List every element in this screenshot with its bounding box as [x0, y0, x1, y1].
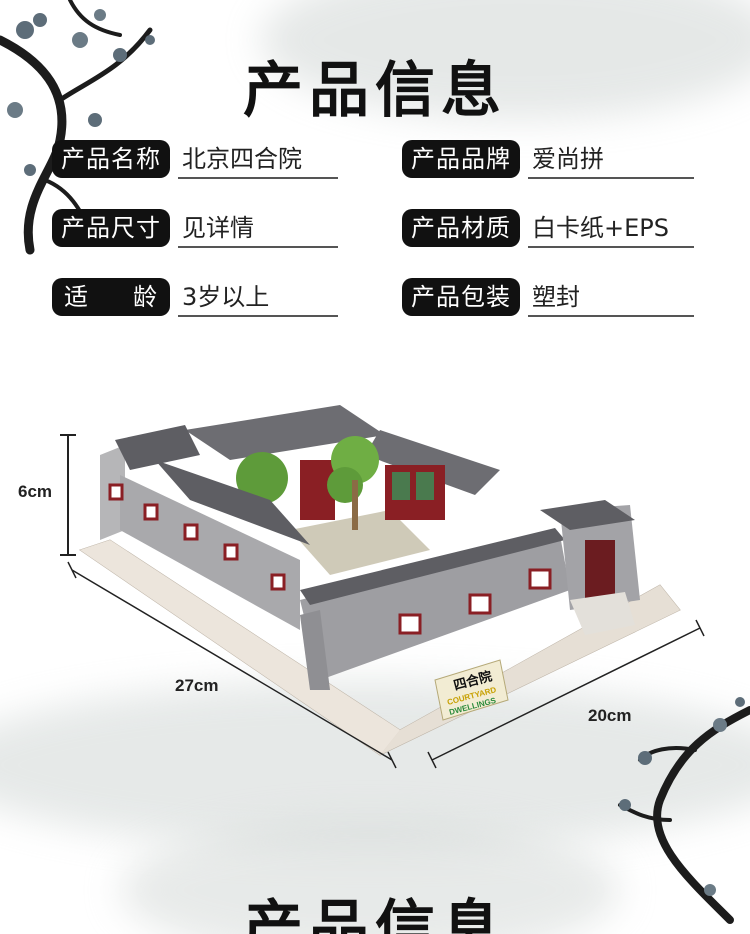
- ink-wash-bottom: [120, 820, 620, 934]
- spec-row-brand: 产品品牌 爱尚拼: [402, 139, 694, 179]
- spec-row-name: 产品名称 北京四合院: [52, 139, 338, 179]
- spec-value: 爱尚拼: [528, 139, 694, 179]
- spec-value: 北京四合院: [178, 139, 338, 179]
- spec-value: 塑封: [528, 277, 694, 317]
- spec-value: 见详情: [178, 208, 338, 248]
- spec-row-size: 产品尺寸 见详情: [52, 208, 338, 248]
- spec-label: 产品品牌: [402, 140, 520, 178]
- dimension-height-label: 6cm: [18, 482, 53, 501]
- spec-label: 产品尺寸: [52, 209, 170, 247]
- courtyard-model-illustration: 四合院 COURTYARD DWELLINGS: [60, 405, 705, 769]
- dimension-length-label: 27cm: [175, 676, 219, 695]
- spec-row-age: 适 龄 3岁以上: [52, 277, 338, 317]
- plum-branch-bottom-right: [618, 697, 750, 924]
- spec-label: 产品包装: [402, 278, 520, 316]
- page-title: 产品信息: [243, 56, 507, 126]
- spec-value: 3岁以上: [178, 277, 338, 317]
- spec-label: 产品材质: [402, 209, 520, 247]
- plum-branch-top-left: [0, 0, 155, 255]
- spec-label: 产品名称: [52, 140, 170, 178]
- dimension-width-label: 20cm: [588, 706, 632, 725]
- spec-label: 适 龄: [52, 278, 170, 316]
- spec-value: 白卡纸+EPS: [528, 208, 694, 248]
- page-title-repeat: 产品信息: [243, 894, 507, 934]
- spec-row-material: 产品材质 白卡纸+EPS: [402, 208, 694, 248]
- spec-row-packaging: 产品包装 塑封: [402, 277, 694, 317]
